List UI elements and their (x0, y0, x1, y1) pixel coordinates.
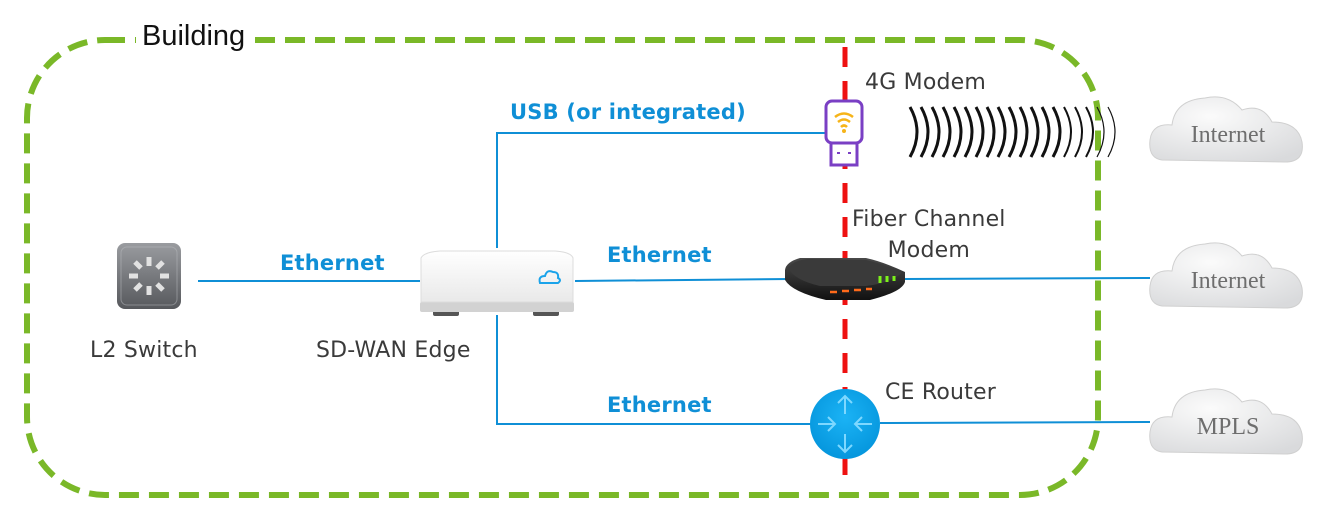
cloud-icon-internet-1[interactable] (1149, 96, 1303, 163)
wave-arc (1096, 106, 1105, 158)
wave-arc (1018, 106, 1029, 158)
appliance-icon[interactable] (420, 250, 574, 316)
cloud-icon-internet-2[interactable] (1149, 242, 1303, 309)
link-edge-4g (496, 132, 826, 248)
wave-arc (996, 106, 1007, 158)
fiber-modem-label-line1: Fiber Channel (852, 207, 1006, 232)
wave-arc (941, 106, 952, 158)
cloud-icon-mpls[interactable] (1149, 388, 1303, 455)
wifi-icon (834, 112, 854, 128)
cloud-logo-icon (538, 270, 561, 284)
router-modem-icon[interactable] (785, 258, 905, 300)
wave-arc (985, 106, 996, 158)
fiber-modem-label-line2: Modem (887, 238, 970, 263)
wireless-waves-icon (908, 106, 1116, 158)
link-edge-fiber (574, 278, 791, 282)
link-label-edge-ce: Ethernet (607, 393, 712, 417)
wave-arc (930, 106, 941, 158)
ce-router-label: CE Router (885, 380, 996, 405)
wave-arc (963, 106, 974, 158)
wave-arc (952, 106, 963, 158)
link-fiber-internet (904, 277, 1151, 280)
cloud-label-internet-2: Internet (1190, 268, 1266, 294)
wave-arc (1051, 106, 1062, 158)
wave-arc (1063, 106, 1072, 158)
link-ce-mpls (879, 421, 1151, 424)
wave-arc (1107, 106, 1116, 158)
link-label-usb: USB (or integrated) (510, 100, 746, 124)
wave-arc (919, 106, 930, 158)
sdwan-edge-label: SD-WAN Edge (316, 338, 471, 363)
4g-modem-label: 4G Modem (865, 70, 987, 95)
building-boundary (24, 37, 1101, 498)
link-label-edge-fiber: Ethernet (607, 243, 712, 267)
link-label-switch-edge: Ethernet (280, 251, 385, 275)
wave-arc (1085, 106, 1094, 158)
wave-arc (908, 106, 919, 158)
link-edge-ce (496, 315, 812, 425)
l2-switch-label: L2 Switch (90, 338, 198, 363)
switch-icon[interactable] (117, 243, 181, 309)
fiber-modem-label: Fiber Channel Modem (852, 204, 1006, 266)
building-label: Building (136, 20, 252, 53)
wave-arc (1029, 106, 1040, 158)
cloud-label-mpls: MPLS (1196, 414, 1260, 440)
wave-arc (974, 106, 985, 158)
wave-arc (1074, 106, 1083, 158)
router-icon[interactable] (810, 389, 880, 459)
links (198, 132, 1151, 425)
cloud-label-internet-1: Internet (1190, 122, 1266, 148)
wave-arc (1040, 106, 1051, 158)
wave-arc (1007, 106, 1018, 158)
usb-modem-icon[interactable] (824, 99, 864, 167)
